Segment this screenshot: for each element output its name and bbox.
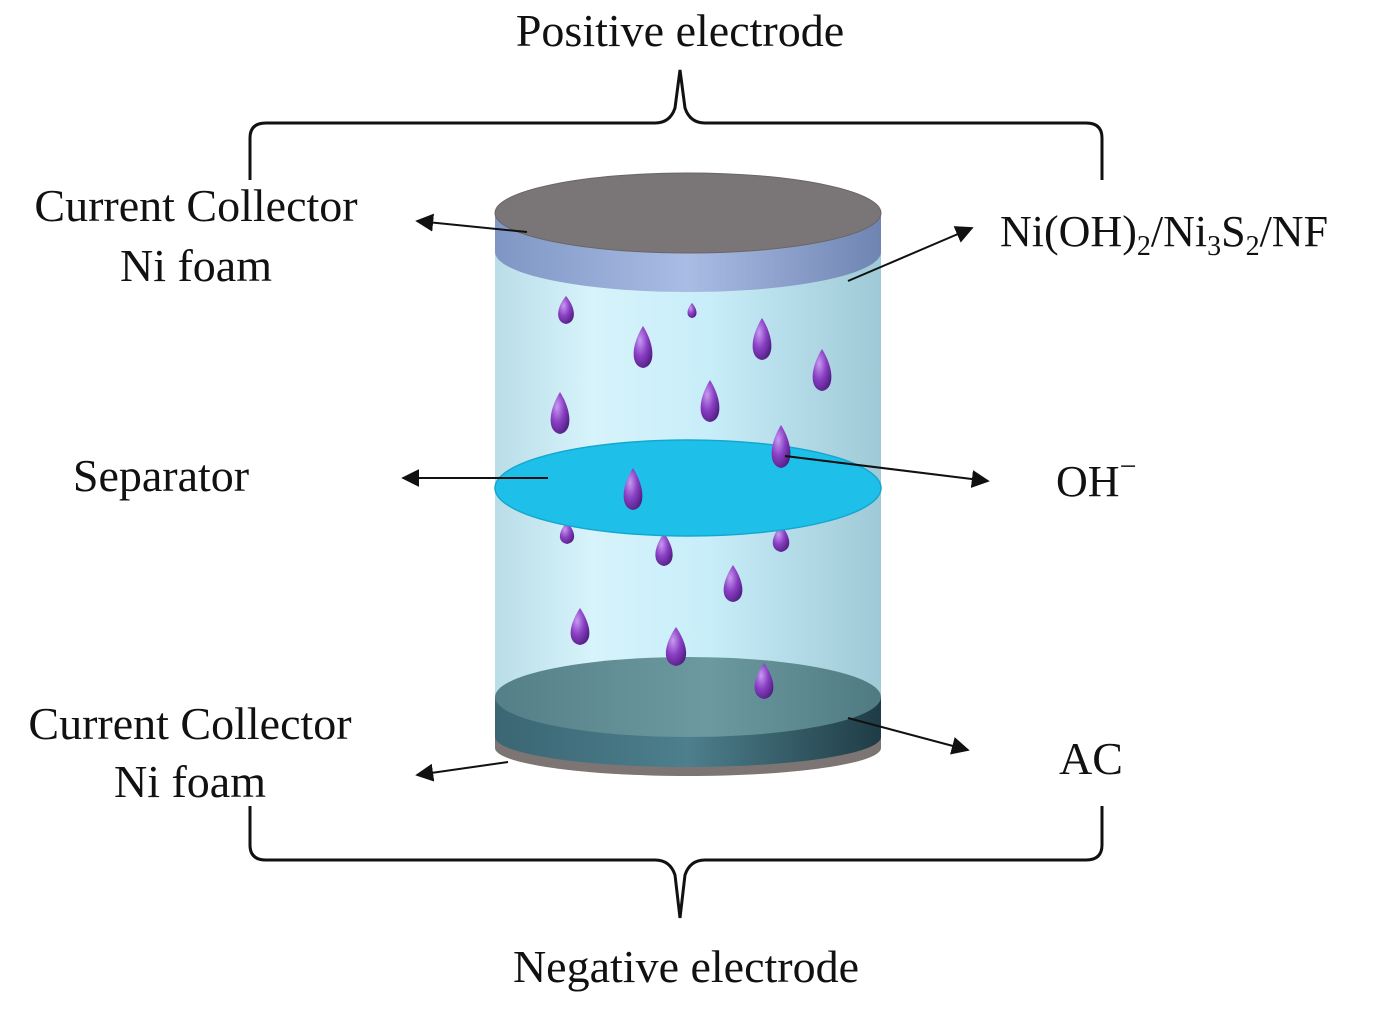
- arrow-icon: [415, 213, 528, 233]
- bottom-collector-label-line2: Ni foam: [114, 756, 266, 807]
- top-collector-label-line2: Ni foam: [120, 240, 272, 291]
- teardrop-ion-icon: [623, 468, 643, 510]
- negative-electrode-label: Negative electrode: [513, 941, 859, 992]
- arrow-icon: [415, 761, 509, 782]
- teardrop-ion-icon: [812, 349, 832, 391]
- curly-brace-icon: [248, 806, 1104, 919]
- teardrop-ion-icon: [558, 296, 574, 324]
- negative-plate: [495, 657, 881, 776]
- teardrop-ion-icon: [665, 627, 687, 666]
- teardrop-ion-icon: [723, 565, 743, 602]
- arrow-icon: [847, 226, 974, 282]
- teardrop-ion-icon: [752, 318, 772, 360]
- teardrop-ion-icon: [772, 525, 790, 552]
- teardrop-ion-icon: [559, 522, 575, 544]
- arrow-icon: [847, 717, 970, 755]
- teardrop-ion-icon: [700, 380, 720, 422]
- curly-brace-icon: [248, 69, 1104, 180]
- positive-plate: [494, 172, 882, 292]
- top-collector-label-line1: Current Collector: [34, 180, 357, 231]
- ions-lower: [559, 522, 790, 699]
- teardrop-ion-icon: [550, 392, 570, 434]
- positive-material-label: Ni(OH)2/Ni3S2/NF: [1000, 207, 1328, 262]
- teardrop-ion-icon: [687, 303, 697, 318]
- bottom-collector-label-line1: Current Collector: [28, 698, 351, 749]
- teardrop-ion-icon: [655, 533, 673, 566]
- teardrop-ion-icon: [771, 425, 791, 468]
- negative-material-label: AC: [1059, 733, 1123, 784]
- positive-electrode-label: Positive electrode: [516, 5, 844, 56]
- ion-label: OH−: [1056, 450, 1136, 506]
- teardrop-ion-icon: [754, 663, 774, 699]
- ions-upper: [550, 296, 832, 510]
- teardrop-ion-icon: [570, 608, 590, 645]
- separator-label: Separator: [73, 450, 249, 501]
- arrow-icon: [784, 455, 990, 488]
- teardrop-ion-icon: [633, 326, 653, 368]
